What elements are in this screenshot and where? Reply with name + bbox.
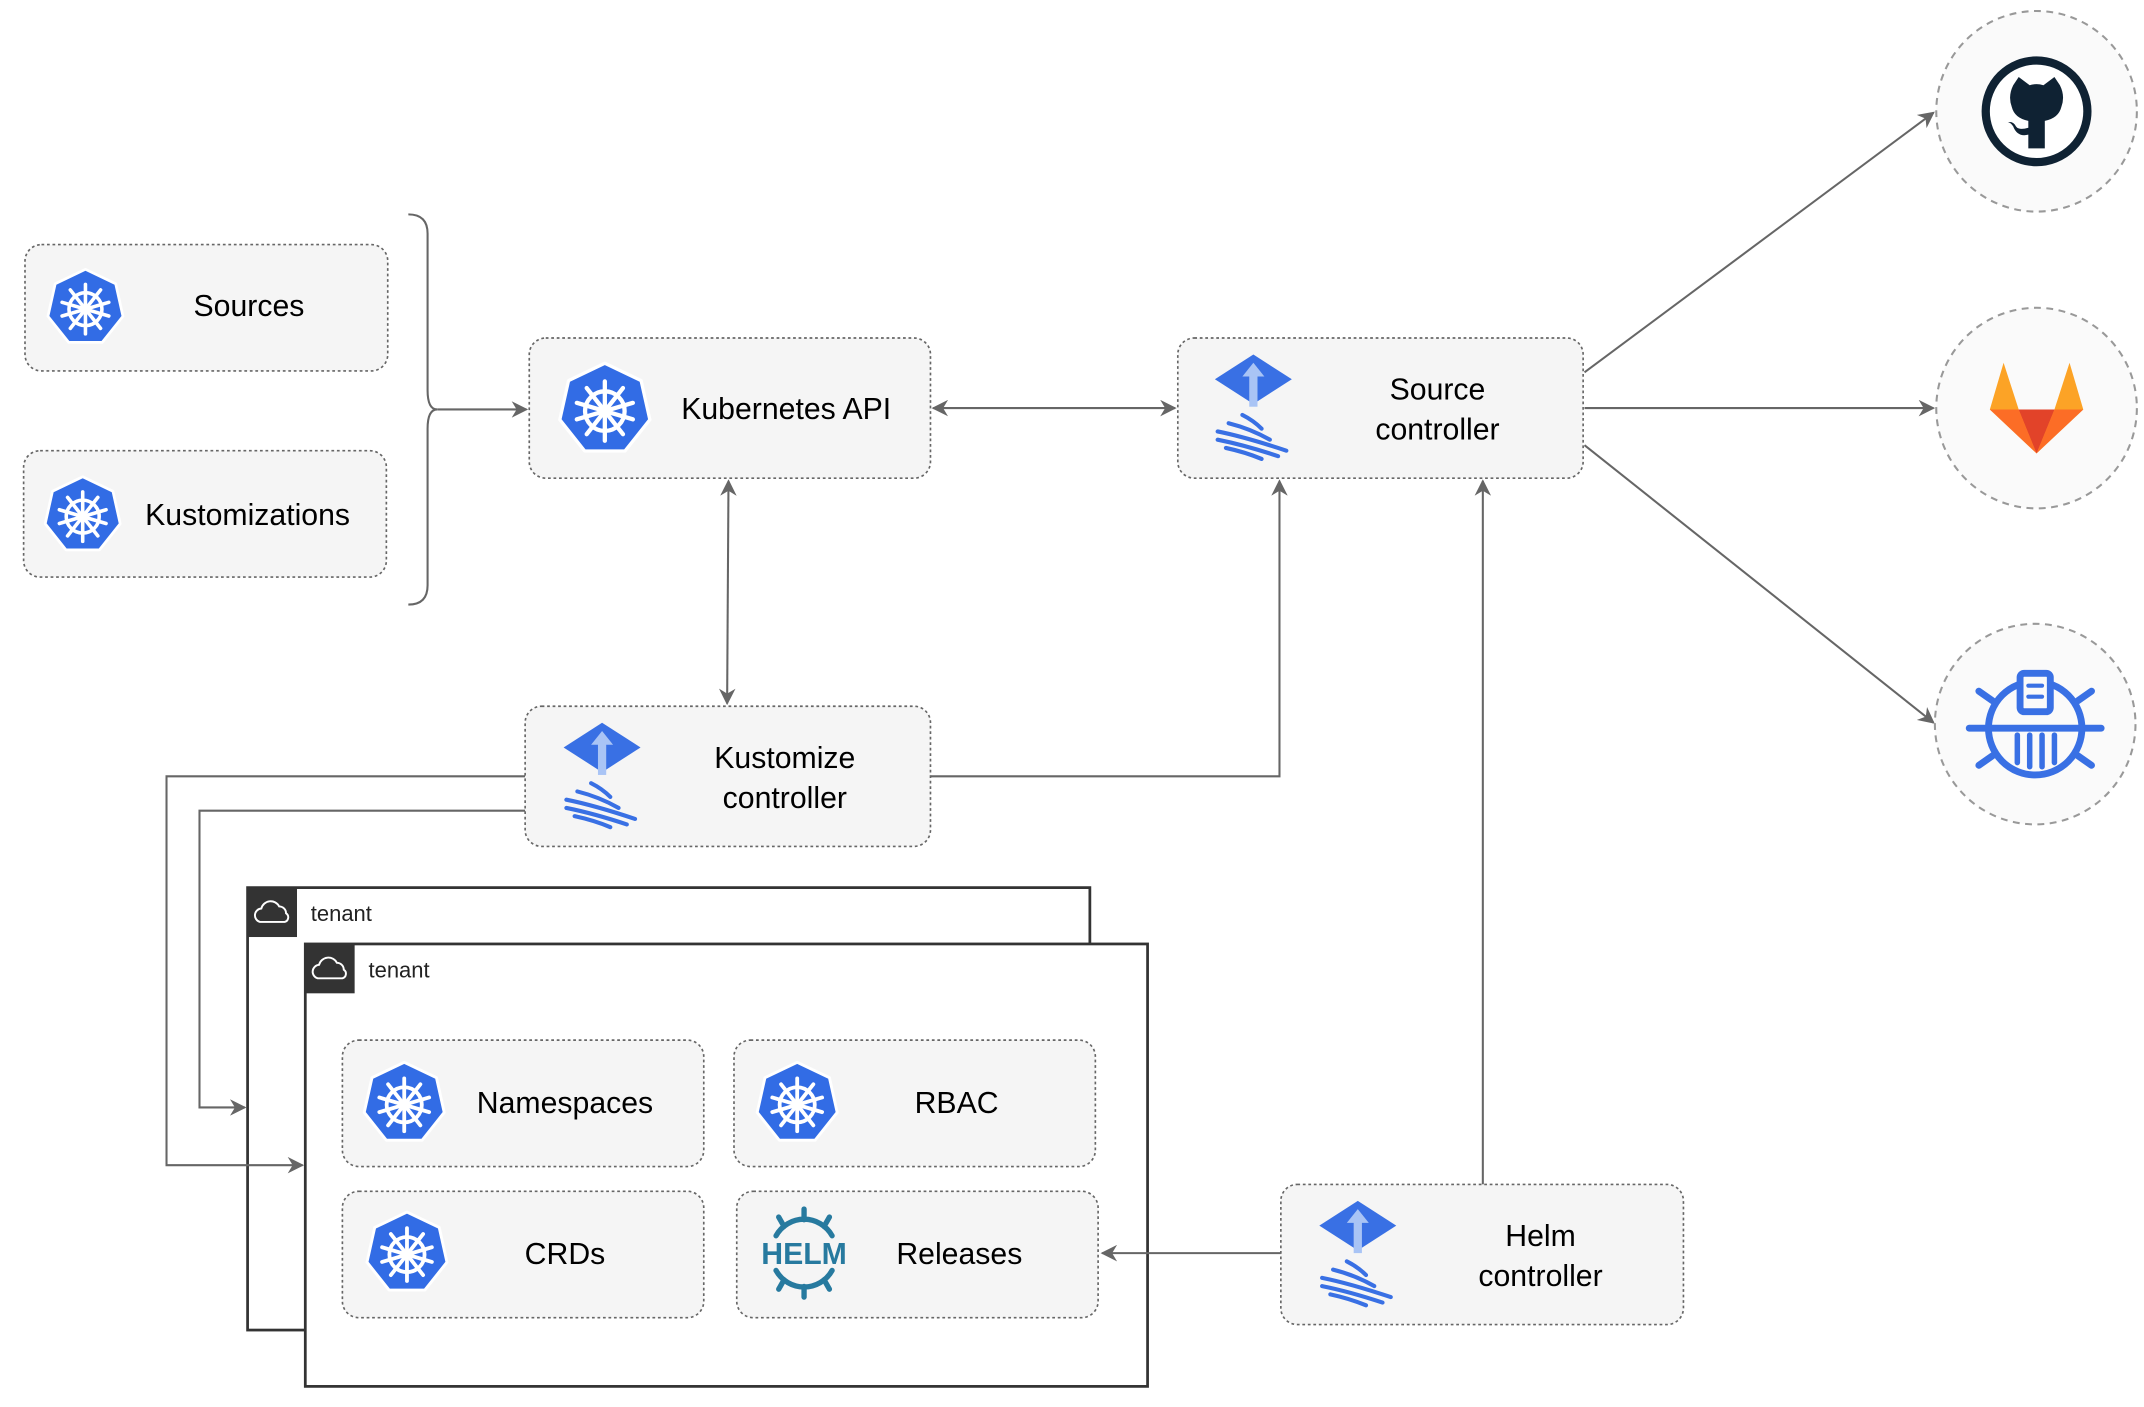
- node-helm-controller[interactable]: Helm controller: [1280, 1183, 1685, 1326]
- node-label-line1: Helm: [1505, 1220, 1576, 1253]
- node-label: Kubernetes API: [681, 393, 891, 426]
- edge-source-to-github: [1583, 111, 1935, 374]
- node-label: RBAC: [915, 1087, 999, 1120]
- external-github[interactable]: [1935, 9, 2138, 213]
- edge-source-to-bucket: [1583, 444, 1935, 724]
- helm-logo-text: HELM: [761, 1238, 847, 1271]
- gitlab-icon: [1989, 362, 2084, 454]
- minio-bucket-icon: [1965, 669, 2105, 779]
- node-label-line1: Kustomize: [714, 742, 855, 775]
- cloud-icon: [305, 943, 355, 994]
- node-crds[interactable]: CRDs: [341, 1190, 705, 1319]
- tenant-label: tenant: [311, 901, 372, 926]
- cloud-icon: [247, 887, 298, 938]
- node-sources[interactable]: Sources: [24, 243, 389, 372]
- external-bucket[interactable]: [1933, 622, 2137, 826]
- node-releases[interactable]: HELM Releases: [735, 1190, 1099, 1319]
- node-label-line2: controller: [723, 782, 847, 815]
- edge-api-kustomize-controller: [718, 479, 737, 706]
- node-label-line2: controller: [1375, 414, 1499, 447]
- edge-kustomize-to-source: [930, 479, 1288, 778]
- edge-kustomize-to-tenant-front: [165, 775, 526, 1174]
- node-label-line2: controller: [1478, 1260, 1602, 1293]
- node-rbac[interactable]: RBAC: [733, 1039, 1097, 1168]
- node-namespaces[interactable]: Namespaces: [341, 1039, 705, 1168]
- edge-kustomize-to-tenant-back: [198, 809, 526, 1116]
- node-kustomize-controller[interactable]: Kustomize controller: [524, 705, 932, 848]
- node-label: Kustomizations: [145, 499, 350, 532]
- node-kustomizations[interactable]: Kustomizations: [22, 449, 388, 578]
- helm-icon: HELM: [761, 1209, 847, 1297]
- github-icon: [1981, 56, 2092, 167]
- external-gitlab[interactable]: [1935, 306, 2138, 510]
- node-label: Releases: [896, 1238, 1022, 1271]
- node-source-controller[interactable]: Source controller: [1176, 337, 1584, 479]
- node-label-line1: Source: [1390, 374, 1486, 407]
- group-brace: [408, 213, 438, 606]
- node-label: CRDs: [525, 1238, 606, 1271]
- node-label: Sources: [194, 290, 305, 323]
- tenant-label: tenant: [369, 958, 430, 983]
- node-label: Namespaces: [477, 1087, 653, 1120]
- node-kubernetes-api[interactable]: Kubernetes API: [528, 337, 932, 479]
